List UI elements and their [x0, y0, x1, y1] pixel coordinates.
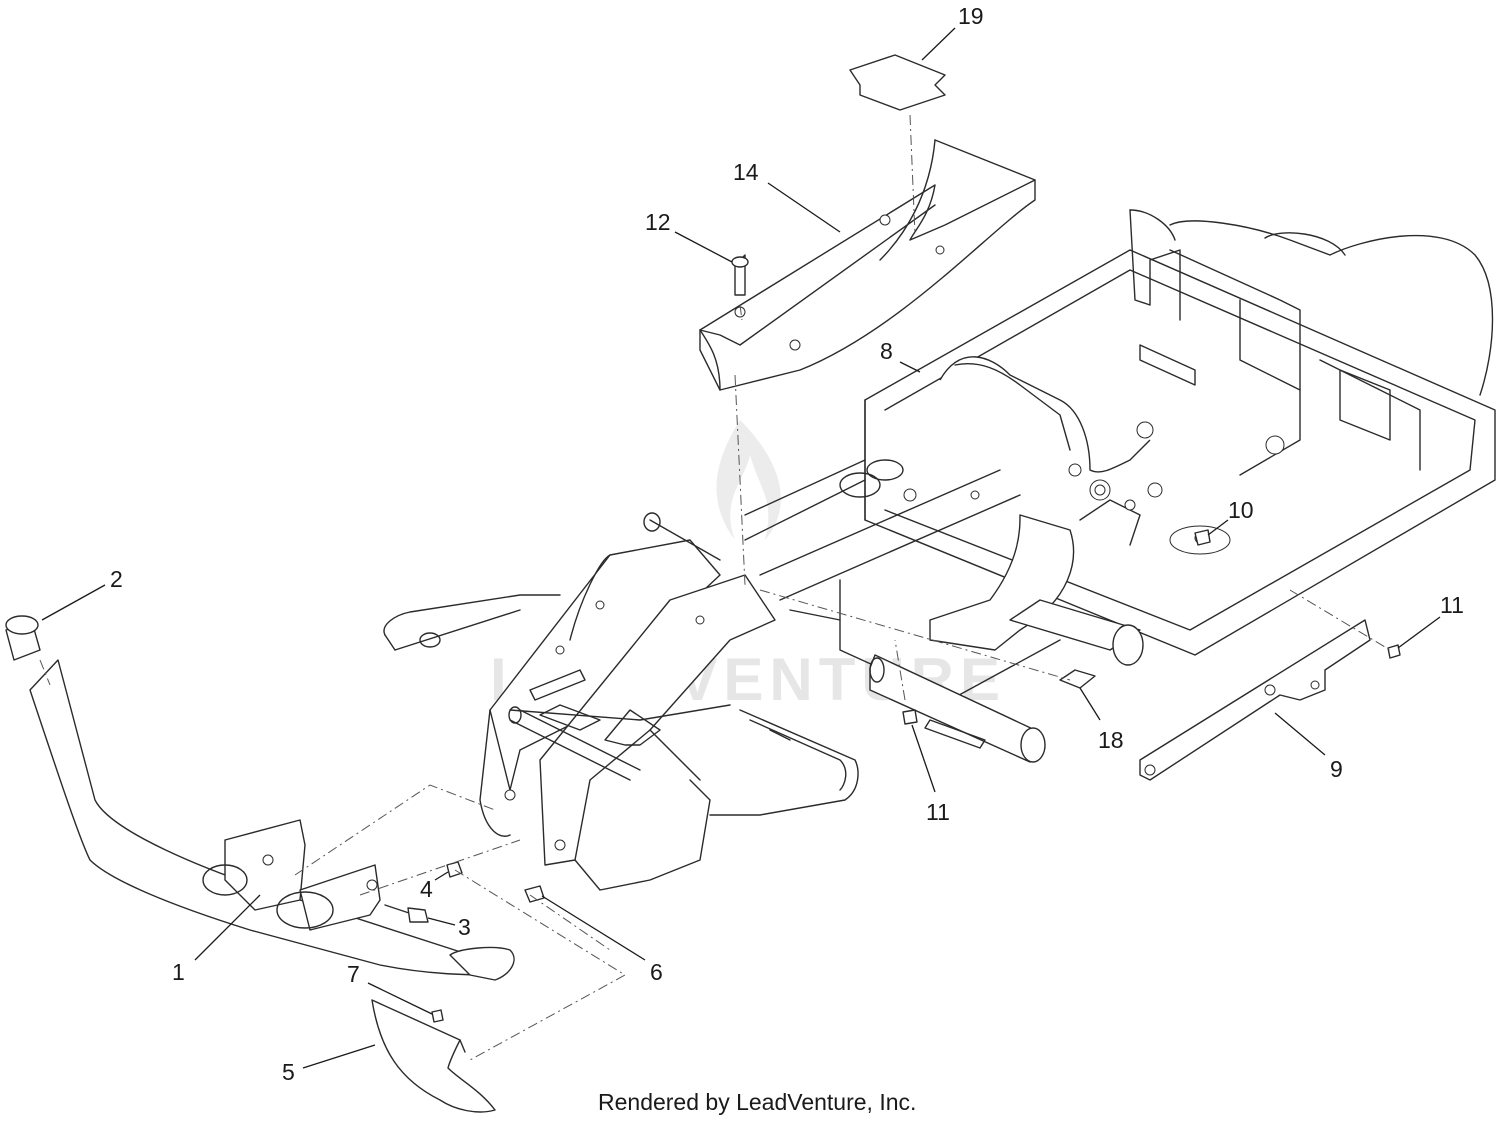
svg-text:10: 10 — [1228, 497, 1254, 523]
svg-text:6: 6 — [650, 959, 663, 985]
callout-8: 8 — [880, 338, 921, 373]
fastener-10 — [1194, 529, 1211, 546]
front-frame — [383, 512, 859, 891]
callout-1: 1 — [172, 894, 261, 985]
rendered-by-credit: Rendered by LeadVenture, Inc. — [598, 1089, 916, 1115]
bolt-6 — [524, 885, 545, 903]
callout-3: 3 — [427, 914, 471, 940]
svg-text:18: 18 — [1098, 727, 1124, 753]
callout-10: 10 — [1207, 497, 1254, 536]
callout-5: 5 — [282, 1044, 376, 1085]
svg-text:3: 3 — [458, 914, 471, 940]
nut-4 — [446, 861, 463, 878]
end-cap-2 — [5, 615, 41, 661]
callout-12: 12 — [645, 209, 733, 263]
fastener-7 — [431, 1009, 444, 1023]
assembly-lines — [39, 114, 1391, 1061]
tube-bar — [869, 654, 1046, 763]
nut-11-center — [902, 709, 918, 725]
callout-7: 7 — [347, 961, 433, 1015]
svg-text:11: 11 — [926, 799, 950, 825]
svg-text:11: 11 — [1440, 592, 1464, 618]
svg-text:4: 4 — [420, 876, 433, 902]
callout-19: 19 — [921, 3, 984, 61]
bolt-3 — [384, 904, 429, 923]
svg-text:19: 19 — [958, 3, 984, 29]
seat-shield — [699, 139, 1036, 391]
svg-text:2: 2 — [110, 566, 123, 592]
cover-shield-5 — [371, 999, 496, 1113]
callout-2: 2 — [41, 566, 123, 621]
cover-plate — [849, 54, 946, 111]
svg-text:7: 7 — [347, 961, 360, 987]
svg-text:1: 1 — [172, 959, 185, 985]
callout-6: 6 — [541, 895, 663, 985]
callout-18: 18 — [1079, 687, 1124, 753]
svg-text:5: 5 — [282, 1059, 295, 1085]
svg-text:9: 9 — [1330, 756, 1343, 782]
callout-14: 14 — [733, 159, 841, 233]
tow-bar-1 — [29, 659, 515, 981]
decal-18 — [1059, 669, 1096, 689]
svg-text:14: 14 — [733, 159, 759, 185]
callout-9: 9 — [1274, 712, 1343, 782]
bracket-bar-9 — [1139, 619, 1371, 781]
screw-12 — [731, 254, 749, 296]
callout-4: 4 — [420, 871, 449, 902]
nut-11-right — [1387, 644, 1401, 659]
svg-text:8: 8 — [880, 338, 893, 364]
callout-11-right: 11 — [1397, 592, 1464, 649]
svg-text:12: 12 — [645, 209, 671, 235]
main-frame — [744, 209, 1496, 701]
callout-11-center: 11 — [911, 724, 950, 825]
